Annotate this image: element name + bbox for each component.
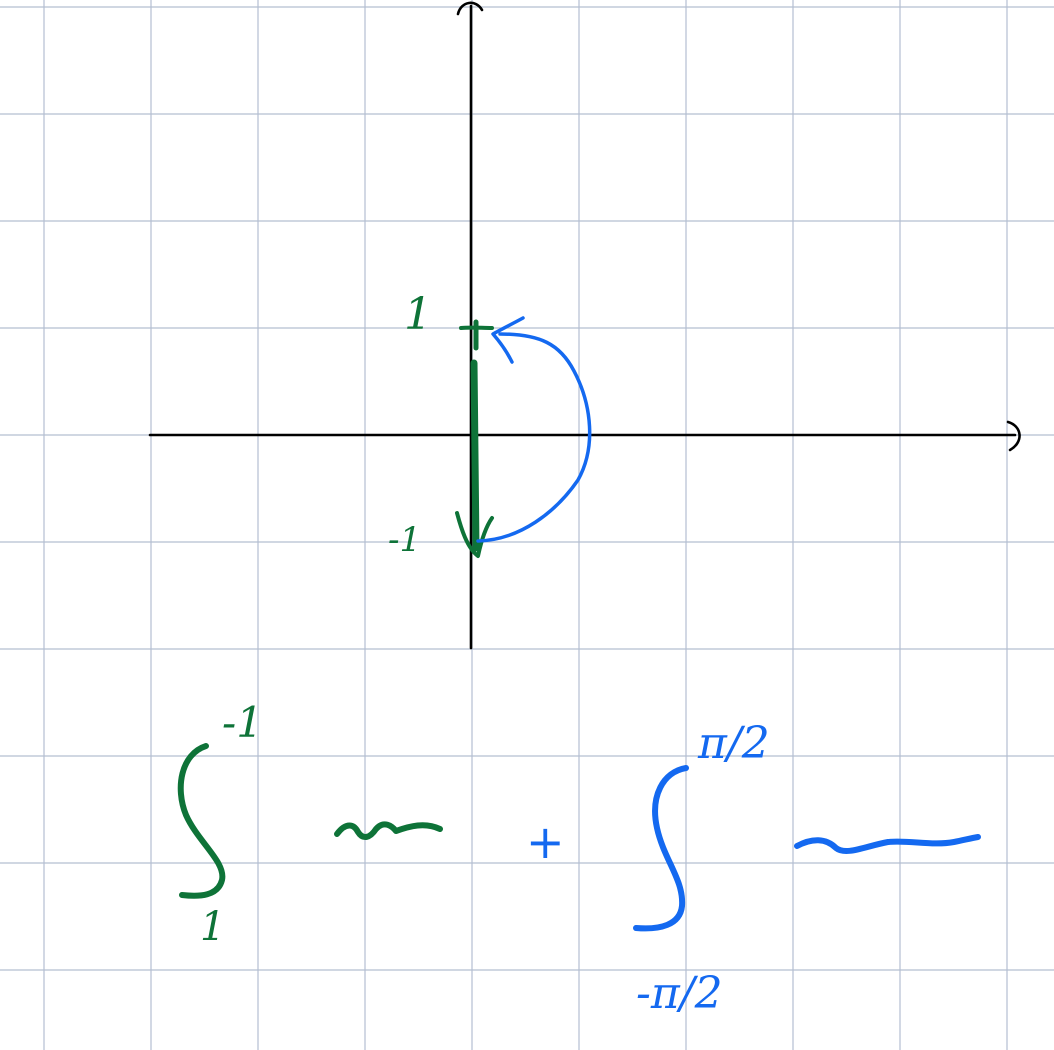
integral-1-lower-limit: 1 bbox=[200, 904, 225, 950]
integral-2-sign bbox=[633, 765, 689, 932]
integral-1: -1 1 bbox=[177, 698, 443, 950]
label-y-lower: -1 bbox=[388, 520, 421, 560]
label-y-upper: 1 bbox=[404, 289, 432, 340]
segment-arrowhead bbox=[455, 511, 494, 558]
integral-2-upper-limit: π/2 bbox=[697, 718, 770, 769]
integral-2-squiggle bbox=[794, 834, 981, 854]
arc-curve bbox=[476, 332, 592, 543]
integral-1-squiggle bbox=[334, 821, 443, 840]
blue-arc bbox=[476, 316, 592, 543]
y-axis-arrow bbox=[456, 1, 484, 16]
integral-1-upper-limit: -1 bbox=[222, 698, 263, 747]
green-segment bbox=[455, 319, 494, 558]
segment-line bbox=[470, 359, 480, 552]
integral-2-lower-limit: -π/2 bbox=[636, 968, 723, 1019]
arc-arrowhead bbox=[491, 316, 525, 364]
x-axis-arrow bbox=[1006, 420, 1021, 452]
plus-sign: + bbox=[526, 815, 565, 869]
integral-1-sign bbox=[177, 743, 226, 899]
integral-2: π/2 -π/2 bbox=[633, 718, 981, 1019]
